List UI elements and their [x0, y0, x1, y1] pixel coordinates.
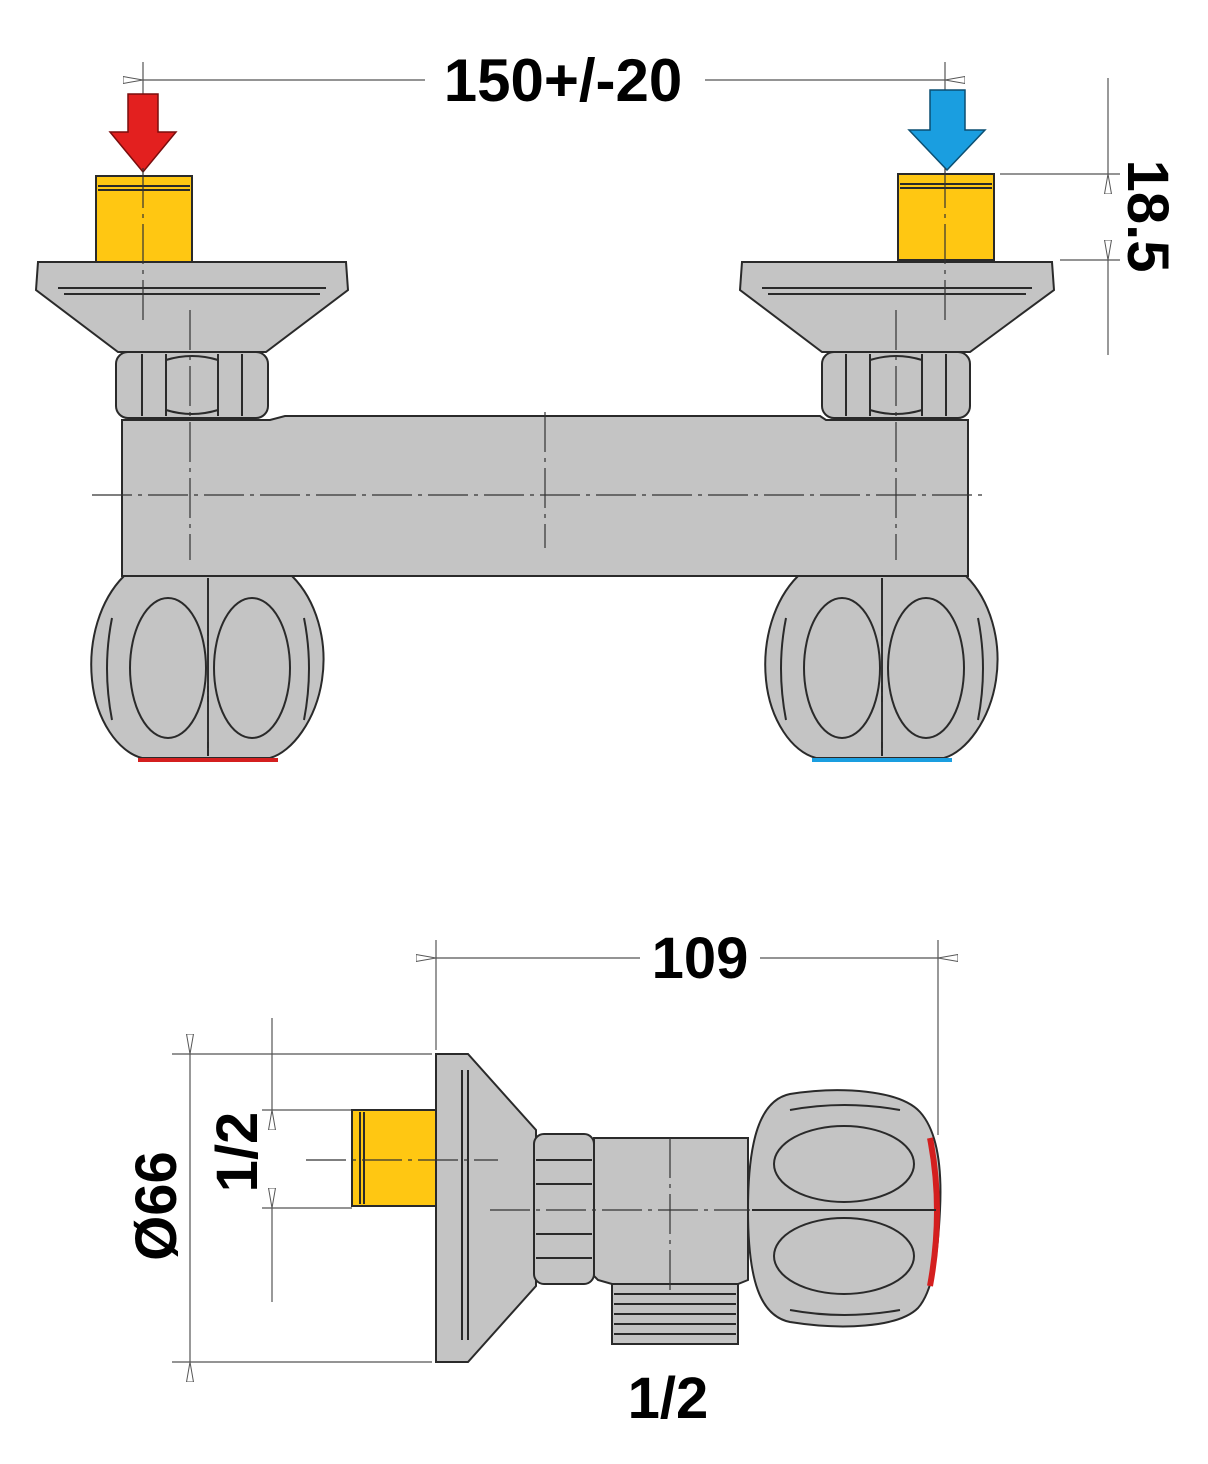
side-centerlines — [306, 1138, 750, 1290]
side-hot-indicator — [927, 1137, 940, 1287]
side-valve-body — [593, 1137, 749, 1285]
left-inlet-thread — [95, 175, 193, 263]
right-wall-flange — [738, 261, 1056, 353]
side-handle — [746, 1089, 942, 1328]
side-outlet-thread — [611, 1283, 739, 1345]
depth-dimension: 109 — [436, 926, 938, 1135]
inlet-thread-label: 1/2 — [205, 1112, 270, 1193]
side-wall-flange — [435, 1053, 537, 1363]
hot-handle — [90, 575, 325, 762]
depth-label: 109 — [652, 926, 749, 991]
right-inlet-thread — [897, 173, 995, 261]
cold-arrow-icon — [907, 89, 987, 172]
inlet-thread-dimension: 1/2 — [205, 1018, 352, 1302]
diameter-dimension: Ø66 — [124, 1054, 432, 1362]
hot-arrow-icon — [108, 93, 178, 174]
diameter-label: Ø66 — [124, 1151, 189, 1261]
pipe-height-dimension: 18.5 — [1000, 78, 1180, 355]
side-inlet-thread — [351, 1109, 437, 1207]
left-wall-flange — [34, 261, 350, 353]
cold-handle — [764, 575, 999, 762]
top-view: 150+/-20 18.5 — [34, 47, 1180, 762]
outlet-thread-label: 1/2 — [628, 1366, 709, 1431]
side-view: 109 Ø66 1/2 — [124, 926, 940, 1431]
left-hex-nut — [115, 351, 269, 419]
pipe-height-label: 18.5 — [1115, 160, 1180, 273]
spacing-dimension: 150+/-20 — [143, 47, 945, 114]
top-centerlines — [92, 168, 988, 750]
spacing-label: 150+/-20 — [444, 47, 683, 114]
side-hex-nut — [533, 1133, 595, 1285]
